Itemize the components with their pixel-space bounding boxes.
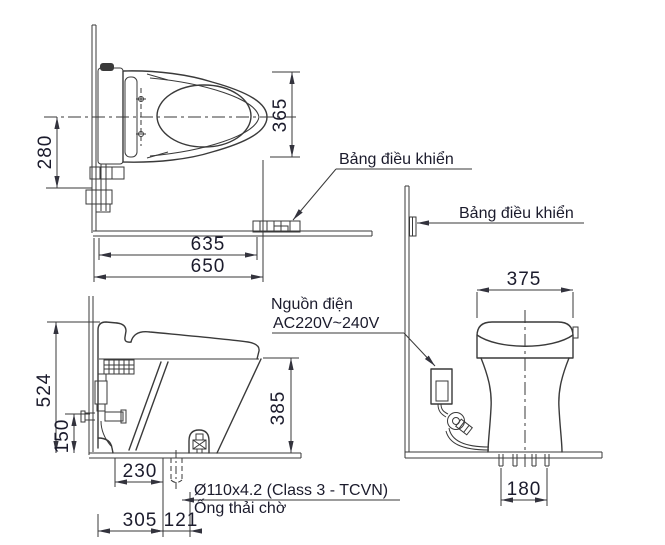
drain-name-label: Ống thải chờ xyxy=(194,497,287,517)
hinge-bump xyxy=(100,63,114,71)
dim-650: 650 xyxy=(191,256,226,277)
cable-coil xyxy=(447,412,465,430)
seat-opening xyxy=(156,84,252,148)
wall-line-front-view xyxy=(404,185,410,458)
floor-line-side-view xyxy=(89,452,302,459)
vent-grille xyxy=(103,359,135,375)
toilet-plan-outline xyxy=(97,63,268,165)
control-panel-remote-top xyxy=(252,220,301,233)
dim-305: 305 xyxy=(123,510,158,531)
top-view: 280 365 635 650 Bảng điều khiển xyxy=(35,24,472,282)
floor-edge-top-view xyxy=(93,230,373,237)
dim-121: 121 xyxy=(164,510,199,531)
dim-375: 375 xyxy=(507,269,542,290)
power-supply-box xyxy=(430,368,490,451)
control-panel-label-front: Bảng điều khiển xyxy=(459,204,574,222)
drain-spec-label: Ø110x4.2 (Class 3 - TCVN) xyxy=(194,482,388,499)
toilet-front-outline xyxy=(476,310,579,470)
supply-plumbing-plan xyxy=(85,164,125,213)
control-panel-wall-mounted xyxy=(409,216,417,237)
dim-150: 150 xyxy=(52,419,73,454)
power-label-line2: AC220V~240V xyxy=(273,315,380,332)
dim-230: 230 xyxy=(123,461,158,482)
water-inlet-valve xyxy=(80,373,127,447)
side-button xyxy=(572,326,579,339)
dim-524: 524 xyxy=(34,373,55,408)
power-label-line1: Nguồn điện xyxy=(271,296,353,313)
wall-line-side-view xyxy=(88,296,94,455)
toilet-side-profile xyxy=(80,321,262,489)
dim-180: 180 xyxy=(507,479,542,500)
power-cable xyxy=(445,427,490,451)
side-view: 524 150 385 230 305 121 Ø110x4.2 (Class … xyxy=(34,296,436,537)
cable-connector xyxy=(455,418,473,436)
wall-line-top-view xyxy=(91,24,97,233)
lid-hinge-cover xyxy=(124,76,138,158)
front-view: Bảng điều khiển 375 xyxy=(404,185,603,506)
dim-385: 385 xyxy=(268,391,289,426)
control-panel-label-top: Bảng điều khiển xyxy=(339,150,454,168)
dim-635: 635 xyxy=(191,234,226,255)
dim-365: 365 xyxy=(270,98,291,133)
waste-pipe-below-floor xyxy=(170,450,183,489)
trap-outlet xyxy=(188,429,210,454)
dim-280: 280 xyxy=(35,135,56,170)
base-bolts xyxy=(498,454,550,467)
